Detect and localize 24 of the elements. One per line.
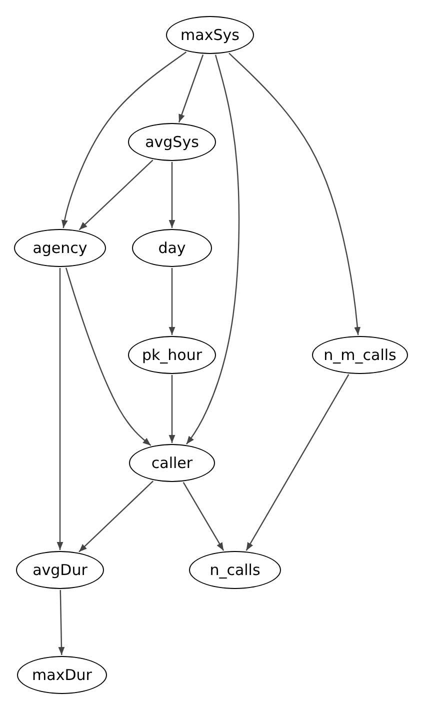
arrow bbox=[228, 52, 361, 336]
node-label: agency bbox=[32, 239, 88, 257]
arrow bbox=[178, 54, 204, 122]
arrow bbox=[78, 160, 154, 230]
node-label: avgSys bbox=[145, 133, 199, 151]
arrow bbox=[168, 162, 176, 228]
arrow bbox=[78, 480, 154, 552]
arrow bbox=[186, 54, 240, 444]
arrow bbox=[65, 268, 152, 446]
node-label: day bbox=[158, 239, 186, 257]
node-label: caller bbox=[151, 454, 193, 472]
arrow bbox=[61, 52, 187, 228]
node-label: maxDur bbox=[32, 666, 92, 684]
node-label: avgDur bbox=[32, 561, 88, 579]
arrow bbox=[58, 590, 65, 656]
node-label: n_m_calls bbox=[324, 346, 396, 364]
arrow bbox=[246, 374, 350, 551]
arrow bbox=[182, 482, 224, 551]
arrow bbox=[168, 268, 176, 335]
node-label: maxSys bbox=[180, 26, 240, 44]
arrow bbox=[56, 268, 64, 550]
node-label: n_calls bbox=[210, 561, 260, 579]
arrow bbox=[168, 375, 176, 443]
node-label: pk_hour bbox=[142, 346, 202, 364]
